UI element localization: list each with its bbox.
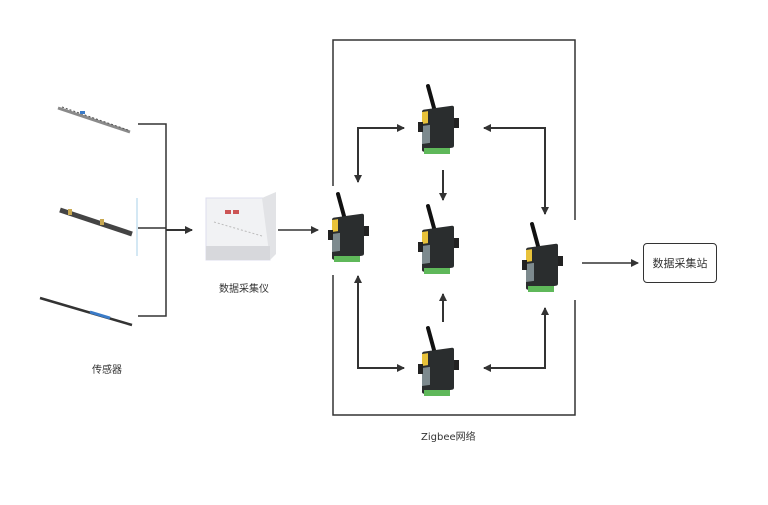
sensor-probe-1 bbox=[57, 106, 131, 134]
sensor-probe-3 bbox=[39, 296, 133, 327]
network-arrows bbox=[354, 124, 549, 372]
collector-label: 数据采集仪 bbox=[219, 284, 269, 295]
zigbee-module-right bbox=[520, 222, 565, 294]
sensors-label: 传感器 bbox=[92, 365, 122, 376]
zigbee-network-boundary bbox=[332, 39, 576, 416]
zigbee-module-top bbox=[416, 84, 461, 156]
zigbee-module-left bbox=[326, 192, 371, 264]
network-label: Zigbee网络 bbox=[421, 432, 476, 443]
data-collector-device bbox=[205, 192, 276, 261]
sensor-probe-2 bbox=[59, 198, 138, 256]
station-label: 数据采集站 bbox=[652, 257, 708, 270]
data-station-box: 数据采集站 bbox=[643, 243, 717, 283]
zigbee-module-center bbox=[416, 204, 461, 276]
zigbee-module-bottom bbox=[416, 326, 461, 398]
sensor-bracket-connector bbox=[138, 123, 193, 317]
